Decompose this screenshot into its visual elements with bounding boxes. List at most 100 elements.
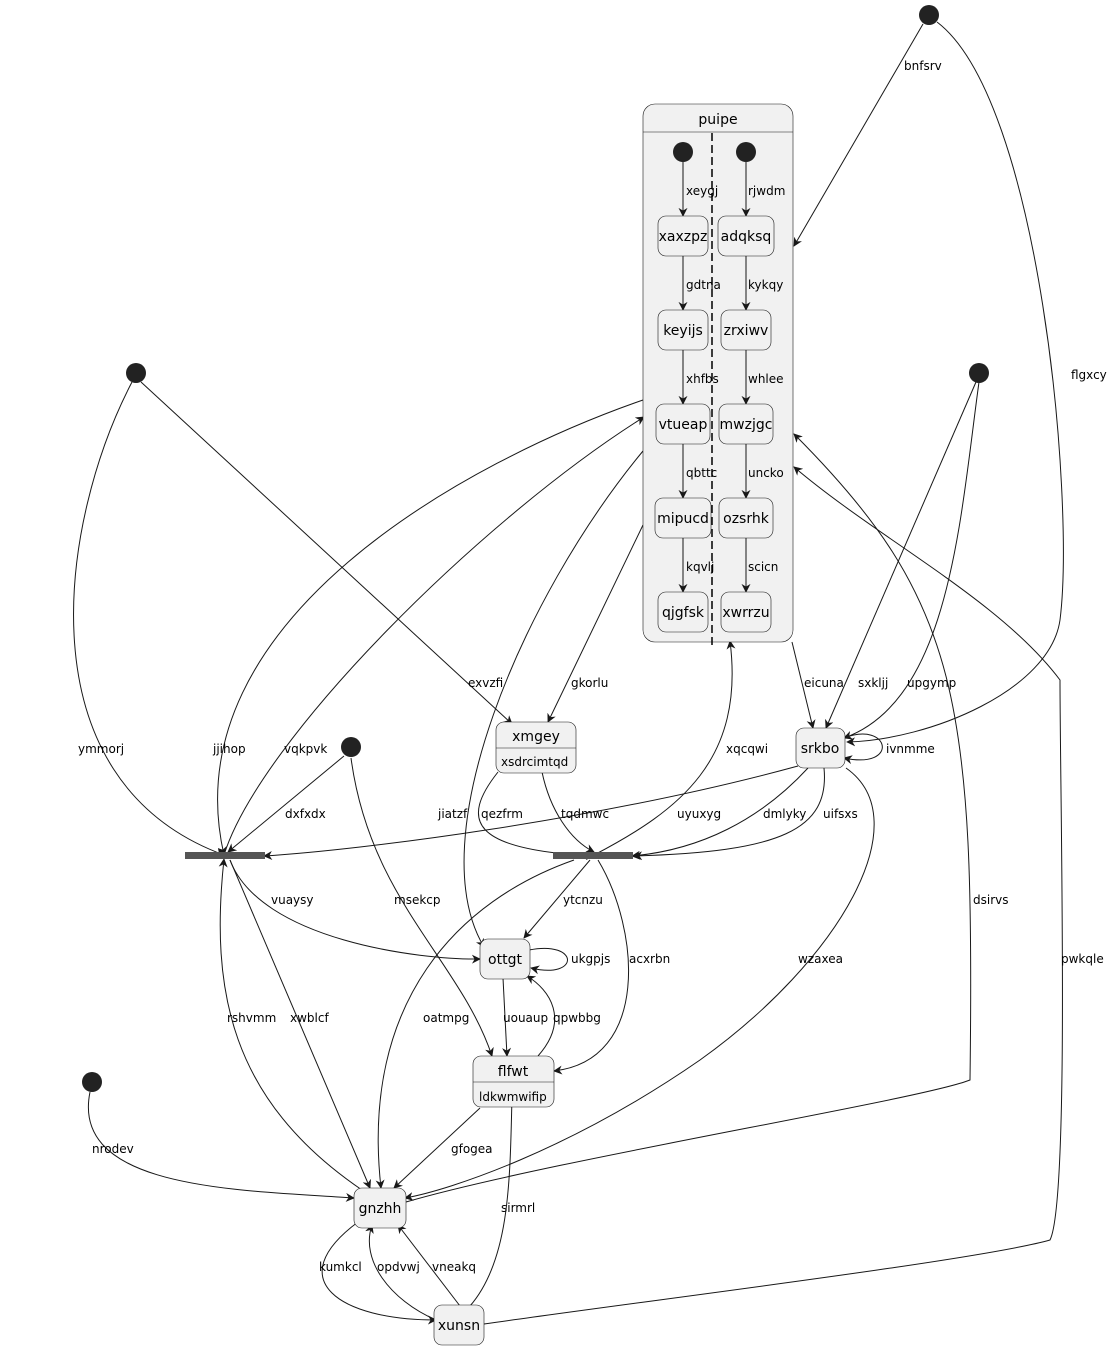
edge-sxkljj — [825, 381, 977, 729]
svg-text:zrxiwv: zrxiwv — [724, 323, 769, 339]
edge-labels: bnfsrv flgxcy ymmorj exvzfi gkorlu jjiho… — [78, 59, 1107, 1274]
svg-text:qjgfsk: qjgfsk — [662, 605, 705, 621]
svg-text:flfwt: flfwt — [498, 1064, 529, 1080]
edge-label-qezfrm: qezfrm — [481, 807, 523, 821]
state-zrxiwv[interactable]: zrxiwv — [720, 309, 772, 351]
edge-flgxcy — [846, 21, 1064, 747]
edge-dsirvs — [405, 433, 972, 1203]
edge-label-uyuxyg: uyuxyg — [677, 807, 721, 821]
join-bar-center — [553, 852, 633, 859]
edge-label-bnfsrv: bnfsrv — [904, 59, 942, 73]
edge-oatmpg — [375, 859, 575, 1189]
initial-node — [673, 142, 693, 162]
edge-label-xqcqwi: xqcqwi — [726, 742, 768, 756]
svg-text:ozsrhk: ozsrhk — [723, 511, 770, 527]
edge-acxrbn — [553, 859, 630, 1075]
svg-text:xsdrcimtqd: xsdrcimtqd — [501, 755, 568, 769]
edge-vqkpvk — [223, 416, 645, 856]
edge-xwblcf — [229, 859, 371, 1189]
edge-label-acxrbn: acxrbn — [629, 952, 670, 966]
edge-label-vneakq: vneakq — [432, 1260, 476, 1274]
edge-ymmorj — [73, 381, 225, 857]
edge-rshvmm — [218, 858, 363, 1191]
edge-label-dmlyky: dmlyky — [763, 807, 806, 821]
edge-gfogea — [393, 1107, 481, 1189]
edge-msekcp — [350, 757, 494, 1057]
svg-text:ottgt: ottgt — [488, 952, 522, 968]
edge-label-exvzfi: exvzfi — [468, 676, 503, 690]
edge-dxfxdx — [227, 755, 345, 853]
edge-label-whlee: whlee — [748, 372, 784, 386]
edge-label-dxfxdx: dxfxdx — [285, 807, 326, 821]
edge-label-kqvlj: kqvlj — [686, 560, 714, 574]
edge-label-ytcnzu: ytcnzu — [563, 893, 603, 907]
edge-tqdmwc — [541, 771, 595, 853]
join-bar-left — [185, 852, 265, 859]
svg-text:vtueap: vtueap — [659, 417, 708, 433]
edge-label-ivnmme: ivnmme — [886, 742, 935, 756]
state-qjgfsk[interactable]: qjgfsk — [657, 591, 709, 633]
edge-label-nrodev: nrodev — [92, 1142, 134, 1156]
edge-uyuxyg — [263, 765, 799, 860]
edge-vuaysy — [229, 859, 481, 964]
edge-label-gfogea: gfogea — [451, 1142, 493, 1156]
state-flfwt[interactable]: flfwt ldkwmwifip — [472, 1055, 555, 1108]
edge-uifsxs — [633, 767, 825, 861]
initial-node — [736, 142, 756, 162]
edge-label-sxkljj: sxkljj — [858, 676, 888, 690]
edge-label-gkorlu: gkorlu — [571, 676, 608, 690]
edge-label-jiatzf: jiatzf — [437, 807, 468, 821]
edge-pwkqle — [483, 466, 1063, 1325]
edge-gkorlu — [547, 524, 644, 723]
edge-dmlyky — [631, 767, 809, 860]
edge-label-opdvwj: opdvwj — [377, 1260, 420, 1274]
state-keyijs[interactable]: keyijs — [657, 309, 709, 351]
edge-label-uifsxs: uifsxs — [823, 807, 858, 821]
edge-xqcqwi — [593, 640, 736, 856]
edge-label-msekcp: msekcp — [394, 893, 441, 907]
state-srkbo[interactable]: srkbo — [795, 727, 846, 769]
edge-label-gdtna: gdtna — [686, 278, 721, 292]
state-ozsrhk[interactable]: ozsrhk — [718, 497, 774, 539]
svg-text:srkbo: srkbo — [801, 741, 840, 757]
edge-vneakq — [397, 1224, 461, 1307]
state-mipucd[interactable]: mipucd — [654, 497, 712, 539]
edge-label-qpwbbg: qpwbbg — [553, 1011, 601, 1025]
edge-label-kumkcl: kumkcl — [319, 1260, 362, 1274]
edge-ivnmme — [843, 733, 883, 765]
edge-label-qbttc: qbttc — [686, 466, 717, 480]
state-mwzjgc[interactable]: mwzjgc — [718, 403, 774, 445]
state-xwrrzu[interactable]: xwrrzu — [720, 591, 772, 633]
initial-node — [919, 5, 939, 25]
edge-wzaxea — [404, 767, 875, 1202]
svg-text:mipucd: mipucd — [657, 511, 709, 527]
svg-text:adqksq: adqksq — [721, 229, 772, 245]
edge-nrodev — [87, 1091, 355, 1202]
edge-label-oatmpg: oatmpg — [423, 1011, 469, 1025]
edges — [73, 21, 1064, 1325]
state-xaxzpz[interactable]: xaxzpz — [657, 215, 709, 257]
state-vtueap[interactable]: vtueap — [655, 403, 711, 445]
svg-text:keyijs: keyijs — [663, 323, 703, 339]
state-gnzhh[interactable]: gnzhh — [353, 1187, 407, 1229]
initial-node — [341, 737, 361, 757]
edge-label-ymmorj: ymmorj — [78, 742, 124, 756]
edge-jjihop — [217, 399, 644, 856]
state-ottgt[interactable]: ottgt — [479, 938, 531, 980]
edge-ukgpjs — [528, 947, 568, 975]
edge-label-kykqy: kykqy — [748, 278, 783, 292]
svg-text:ldkwmwifip: ldkwmwifip — [479, 1090, 547, 1104]
edge-exvzfi — [140, 381, 513, 725]
svg-text:xunsn: xunsn — [438, 1318, 480, 1334]
state-adqksq[interactable]: adqksq — [717, 215, 775, 257]
edge-label-eicuna: eicuna — [804, 676, 844, 690]
edge-label-xeygj: xeygj — [686, 184, 718, 198]
edge-label-dsirvs: dsirvs — [973, 893, 1009, 907]
state-xmgey[interactable]: xmgey xsdrcimtqd — [495, 721, 577, 774]
edge-sirmrl — [469, 1095, 517, 1307]
initial-node — [969, 363, 989, 383]
edge-eicuna — [791, 641, 816, 729]
edge-label-uouaup: uouaup — [503, 1011, 548, 1025]
state-xunsn[interactable]: xunsn — [433, 1304, 485, 1346]
